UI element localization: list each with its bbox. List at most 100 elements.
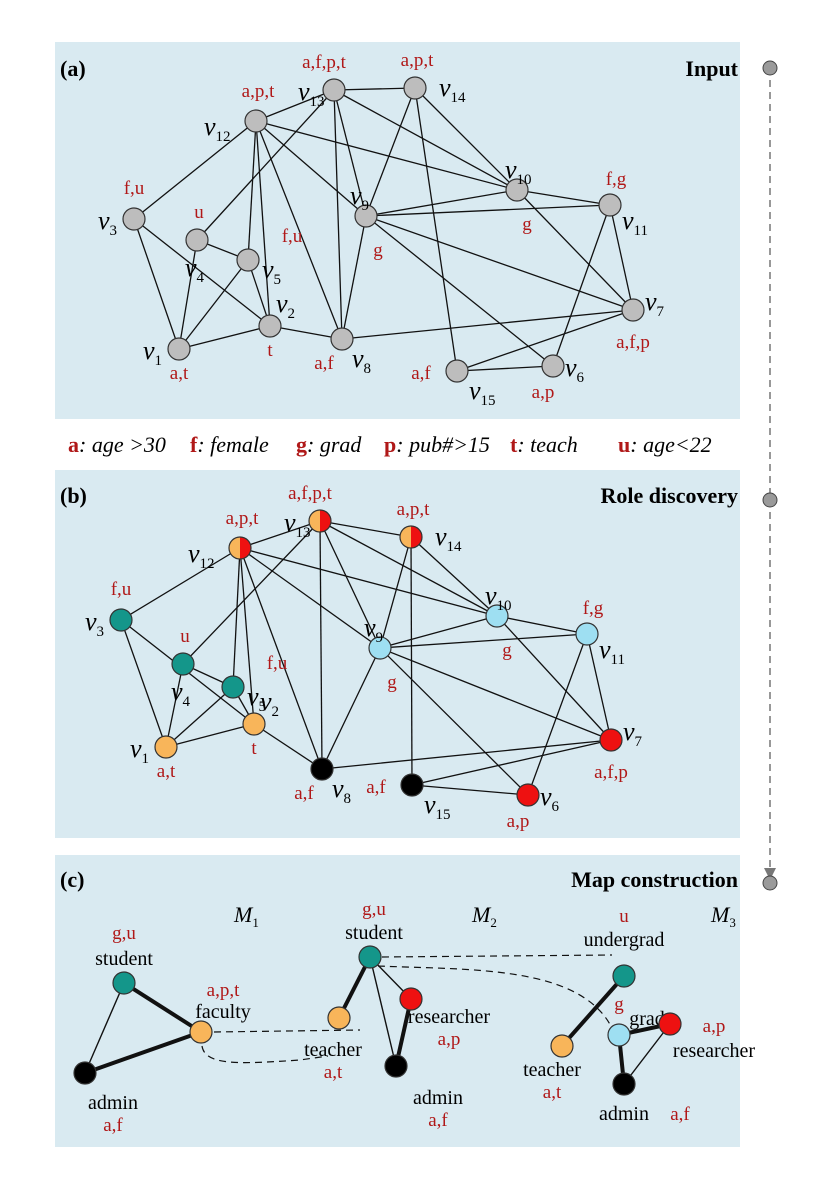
map-2-attrs-student: g,u: [362, 899, 386, 920]
legend-item-g: g: grad: [296, 432, 362, 457]
map-link-student-undergrad: [381, 954, 613, 958]
map-2-node-student: [358, 945, 382, 969]
map-3-label-teacher: teacher: [523, 1059, 581, 1081]
legend-item-u: u: age<22: [618, 432, 712, 457]
node-label-v12: v12: [188, 539, 215, 572]
input-graph: v1a,tv2tv3f,uv4uv5f,uv6a,pv7a,f,pv8a,fv9…: [98, 50, 665, 409]
role-maps: studentg,ufacultya,p,tadmina,fstudentg,u…: [73, 899, 755, 1136]
edge-v9-v6: [365, 215, 554, 367]
edge-v2-v12: [255, 120, 271, 327]
legend-item-p: p: pub#>15: [384, 432, 490, 457]
node-attrs-v14: a,p,t: [397, 499, 430, 520]
node-v2: [258, 314, 282, 338]
map-3-edge-undergrad-teacher: [560, 974, 626, 1048]
map-3-node-admin: [612, 1072, 636, 1096]
map-3-node-teacher: [550, 1034, 574, 1058]
legend-item-a: a: age >30: [68, 432, 166, 457]
panel-a-title: Input: [685, 56, 738, 81]
timeline-dot-input: [762, 60, 778, 76]
edge-v9-v11: [379, 633, 588, 649]
map-2: studentg,uresearchera,pteachera,tadmina,…: [304, 899, 490, 1131]
edge-v1-v5: [165, 686, 234, 748]
map-2-node-researcher: [399, 987, 423, 1011]
node-label-v7: v7: [645, 287, 665, 320]
edge-v11-v6: [552, 204, 611, 367]
node-v9: [354, 204, 378, 228]
node-attrs-v6: a,p: [507, 811, 530, 832]
panel-b-tag: (b): [60, 483, 87, 508]
edge-v3-v12: [120, 547, 241, 621]
edge-v7-v15: [456, 309, 634, 372]
node-attrs-v9: g: [373, 240, 383, 261]
map-2-node-teacher: [327, 1006, 351, 1030]
edge-v1-v3: [120, 619, 167, 748]
map-1-attrs-admin: a,f: [103, 1115, 123, 1136]
node-label-v11: v11: [599, 635, 625, 668]
node-label-v4: v4: [185, 253, 205, 286]
node-attrs-v2: t: [267, 340, 273, 361]
map-1-label-admin: admin: [88, 1092, 138, 1114]
edge-v12-v13: [239, 520, 321, 549]
edge-v13-v9: [319, 520, 381, 649]
node-label-v1: v1: [130, 734, 149, 767]
map-3-node-undergrad: [612, 964, 636, 988]
legend-item-f: f: female: [190, 432, 269, 457]
edge-v7-v15: [411, 739, 612, 786]
node-label-v9: v9: [350, 181, 369, 214]
map-2-attrs-researcher: a,p: [438, 1029, 461, 1050]
map-3-attrs-teacher: a,t: [543, 1082, 562, 1103]
edge-v10-v11: [496, 615, 588, 635]
edge-v12-v10: [239, 547, 498, 617]
node-label-v2: v2: [260, 687, 279, 720]
node-v15: [445, 359, 469, 383]
edge-v11-v7: [609, 204, 634, 311]
node-attrs-v9: g: [387, 672, 397, 693]
timeline-dot-role: [762, 492, 778, 508]
timeline: [762, 60, 778, 891]
node-v5: [236, 248, 260, 272]
node-label-v8: v8: [332, 774, 351, 807]
edge-v11-v6: [527, 633, 588, 796]
map-1-label-student: student: [95, 948, 153, 970]
node-label-v12: v12: [204, 112, 231, 145]
node-attrs-v8: a,f: [314, 353, 334, 374]
edge-v4-v13: [182, 520, 321, 665]
edge-v1-v3: [133, 218, 180, 350]
node-v10: [505, 178, 529, 202]
map-3-attrs-researcher: a,p: [703, 1016, 726, 1037]
map-2-edge-student-admin: [369, 956, 397, 1067]
edge-v1-v4: [178, 239, 198, 350]
legend: a: age >30 f: female g: grad p: pub#>15 …: [68, 432, 712, 457]
node-label-v10: v10: [485, 581, 512, 614]
map-3-attrs-grad: g: [614, 994, 624, 1015]
node-outline: [308, 509, 332, 533]
node-v4: [185, 228, 209, 252]
edge-v13-v14: [319, 520, 412, 538]
node-label-v7: v7: [623, 717, 643, 750]
map-3-edge-researcher-admin: [623, 1023, 671, 1085]
node-label-v5: v5: [247, 682, 266, 715]
edge-v10-v7: [496, 615, 612, 741]
node-half-right: [240, 537, 251, 559]
map-2-node-admin: [384, 1054, 408, 1078]
map-1-name: M1: [233, 902, 259, 930]
node-attrs-v15: a,f: [411, 363, 431, 384]
node-v14: [403, 76, 427, 100]
map-link-faculty-teacher: [201, 1045, 329, 1064]
map-1-attrs-faculty: a,p,t: [207, 980, 240, 1001]
node-label-v13: v13: [284, 508, 311, 541]
map-1-edge-student-admin: [84, 982, 125, 1074]
node-outline: [399, 525, 423, 549]
node-attrs-v2: t: [251, 738, 257, 759]
node-label-v6: v6: [540, 782, 560, 815]
node-label-v9: v9: [364, 613, 383, 646]
edge-v15-v6: [411, 784, 529, 796]
edge-v10-v11: [516, 189, 611, 206]
panel-a-background: [55, 42, 740, 419]
edge-v1-v4: [165, 663, 184, 748]
node-attrs-v4: u: [194, 202, 204, 223]
node-half-right: [411, 526, 422, 548]
node-attrs-v5: f,u: [282, 226, 303, 247]
